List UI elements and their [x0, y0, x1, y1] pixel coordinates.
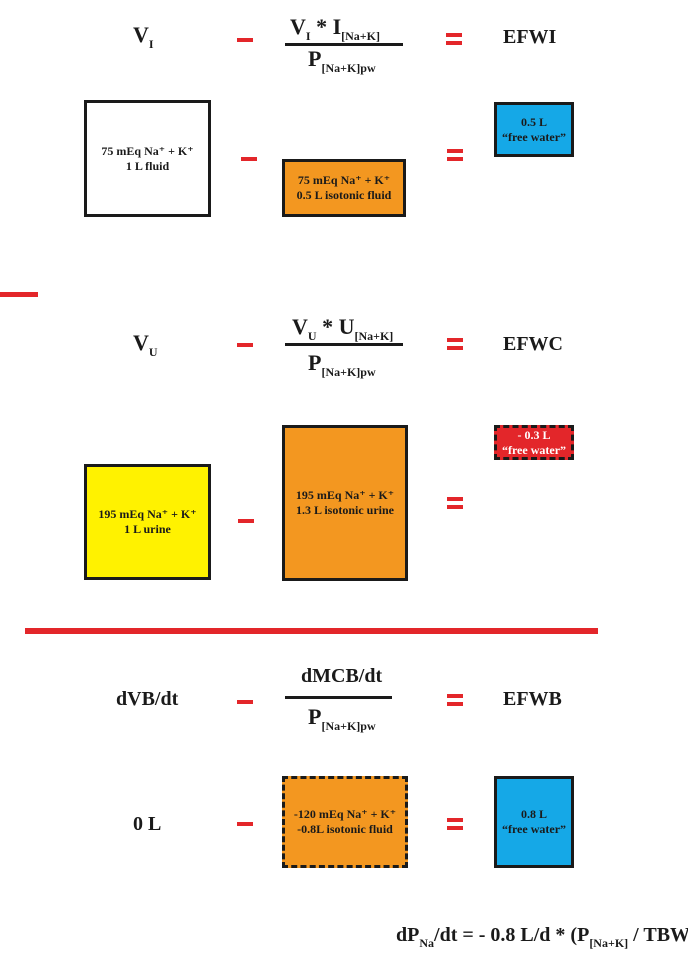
- vi-term: VI: [133, 22, 154, 51]
- fraction-bar: [285, 696, 392, 699]
- fraction-numerator: VU * U[Na+K]: [292, 314, 394, 343]
- equals-sign: [447, 338, 463, 350]
- fraction-bar: [285, 43, 403, 46]
- equals-sign: [447, 818, 463, 830]
- box-fluid: 75 mEq Na⁺ + K⁺1 L fluid: [84, 100, 211, 217]
- fraction-numerator: dMCB/dt: [301, 665, 383, 687]
- fraction-denominator: P[Na+K]pw: [308, 704, 376, 733]
- minus-sign: [238, 519, 254, 523]
- minus-sign: [237, 343, 253, 347]
- equals-sign: [447, 497, 463, 509]
- box-free-water: 0.5 L“free water”: [494, 102, 574, 157]
- minus-sign: [241, 157, 257, 161]
- fraction-bar: [285, 343, 403, 346]
- fraction-denominator: P[Na+K]pw: [308, 46, 376, 75]
- dvb-dt-term: dVB/dt: [116, 688, 179, 710]
- minus-sign: [237, 700, 253, 704]
- fraction-numerator: VI * I[Na+K]: [290, 14, 380, 43]
- box-free-water: 0.8 L“free water”: [494, 776, 574, 868]
- box-negative-free-water: - 0.3 L“free water”: [494, 425, 574, 460]
- section-divider: [0, 292, 38, 297]
- section-divider: [25, 628, 598, 634]
- box-negative-isotonic-fluid: -120 mEq Na⁺ + K⁺-0.8L isotonic fluid: [282, 776, 408, 868]
- efwb-label: EFWB: [503, 688, 562, 710]
- fraction-denominator: P[Na+K]pw: [308, 350, 376, 379]
- equals-sign: [447, 149, 463, 161]
- zero-liter-term: 0 L: [133, 813, 162, 835]
- equals-sign: [447, 694, 463, 706]
- efwi-label: EFWI: [503, 26, 557, 48]
- box-isotonic-fluid: 75 mEq Na⁺ + K⁺0.5 L isotonic fluid: [282, 159, 406, 217]
- box-isotonic-urine: 195 mEq Na⁺ + K⁺1.3 L isotonic urine: [282, 425, 408, 581]
- equals-sign: [446, 33, 462, 45]
- minus-sign: [237, 38, 253, 42]
- minus-sign: [237, 822, 253, 826]
- box-urine: 195 mEq Na⁺ + K⁺1 L urine: [84, 464, 211, 580]
- efwc-label: EFWC: [503, 333, 563, 355]
- footer-formula: dPNa/dt = - 0.8 L/d * (P[Na+K] / TBW): [396, 924, 688, 950]
- vu-term: VU: [133, 330, 158, 359]
